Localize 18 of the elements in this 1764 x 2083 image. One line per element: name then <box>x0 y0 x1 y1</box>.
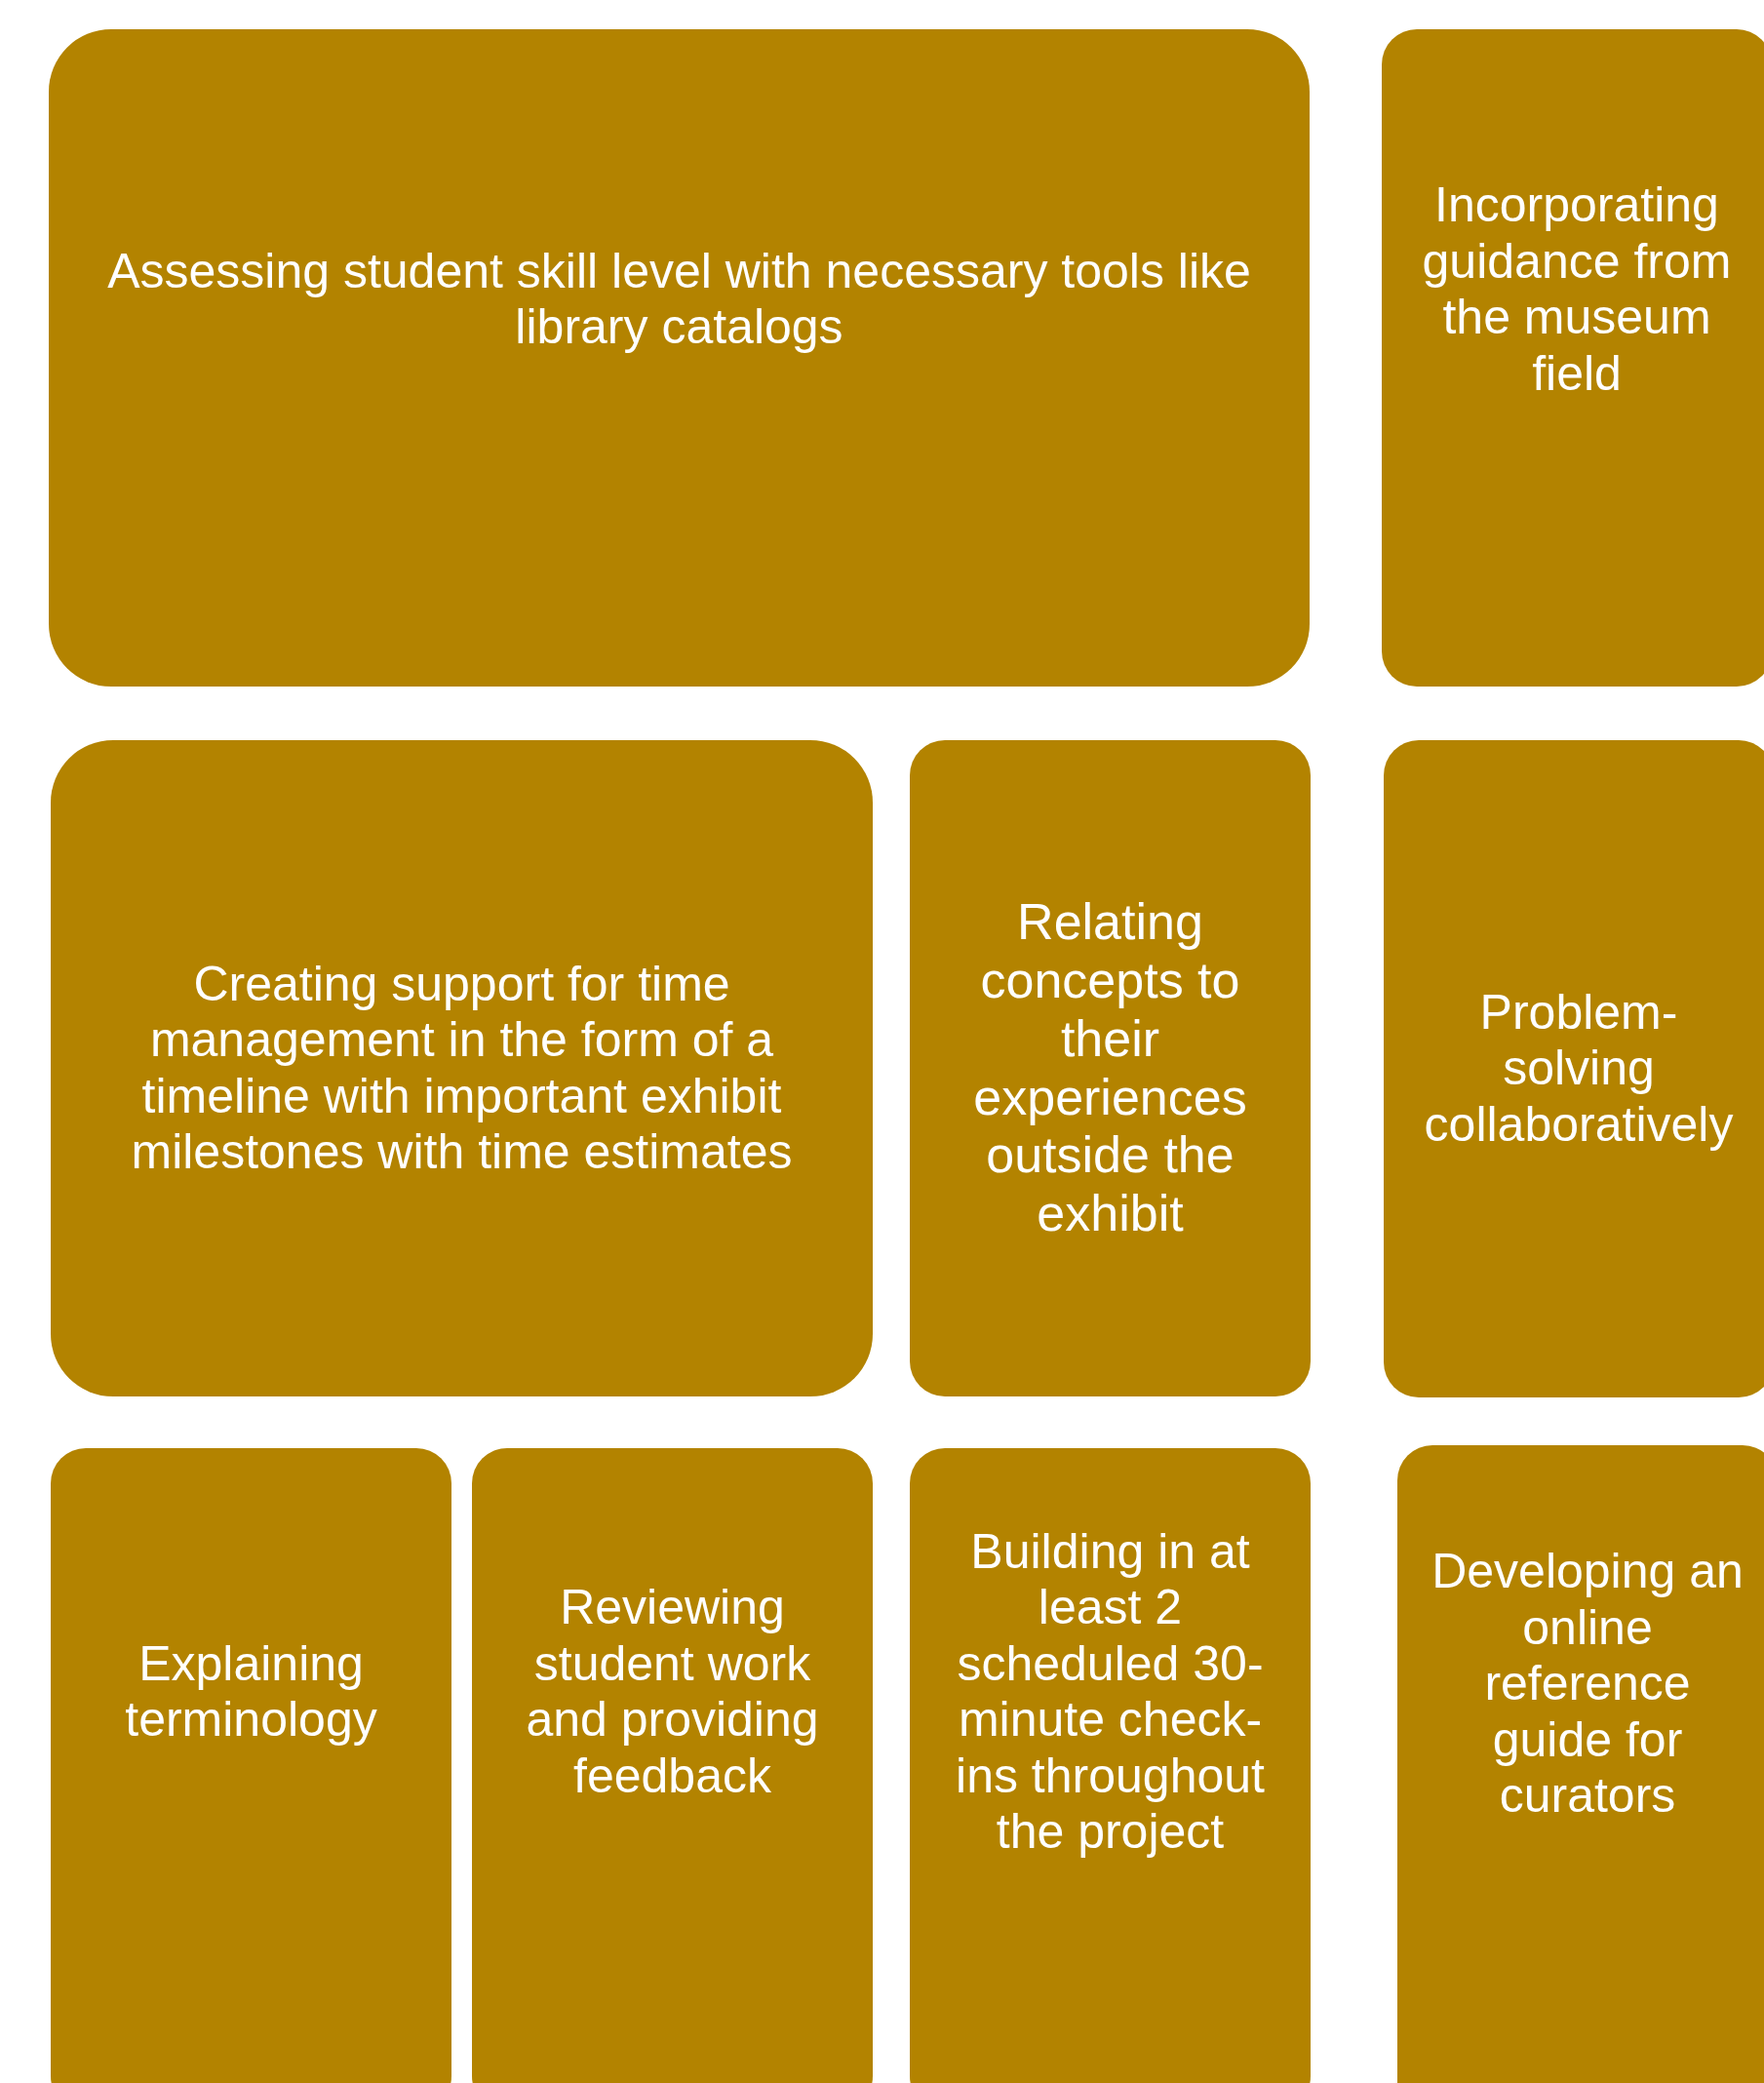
rounded-box <box>49 29 1310 687</box>
box-text: Reviewing student work and providing feedback <box>525 1580 820 1804</box>
rounded-box <box>1397 1445 1764 2083</box>
rounded-box <box>472 1448 873 2083</box>
box-text: Assessing student skill level with necessary tools like library catalogs <box>106 243 1252 356</box>
box-text: Problem-solving collaboratively <box>1423 984 1735 1154</box>
rounded-box <box>51 740 873 1396</box>
box-text: Explaining terminology <box>124 1635 378 1749</box>
rounded-box <box>1384 740 1764 1397</box>
rounded-box <box>51 1448 451 2083</box>
box-text: Building in at least 2 scheduled 30-minute check-ins throughout the project <box>955 1523 1266 1861</box>
rounded-box <box>910 1448 1311 2083</box>
rounded-box <box>1382 29 1764 687</box>
box-text: Creating support for time management in the form of a timeline with important exhibit milestones with time estimates <box>130 956 794 1181</box>
box-text: Incorporating guidance from the museum field <box>1421 177 1733 402</box>
box-text: Developing an online reference guide for curators <box>1431 1544 1744 1825</box>
box-text: Relating concepts to their experiences outside the exhibit <box>972 893 1248 1243</box>
rounded-box <box>910 740 1311 1396</box>
